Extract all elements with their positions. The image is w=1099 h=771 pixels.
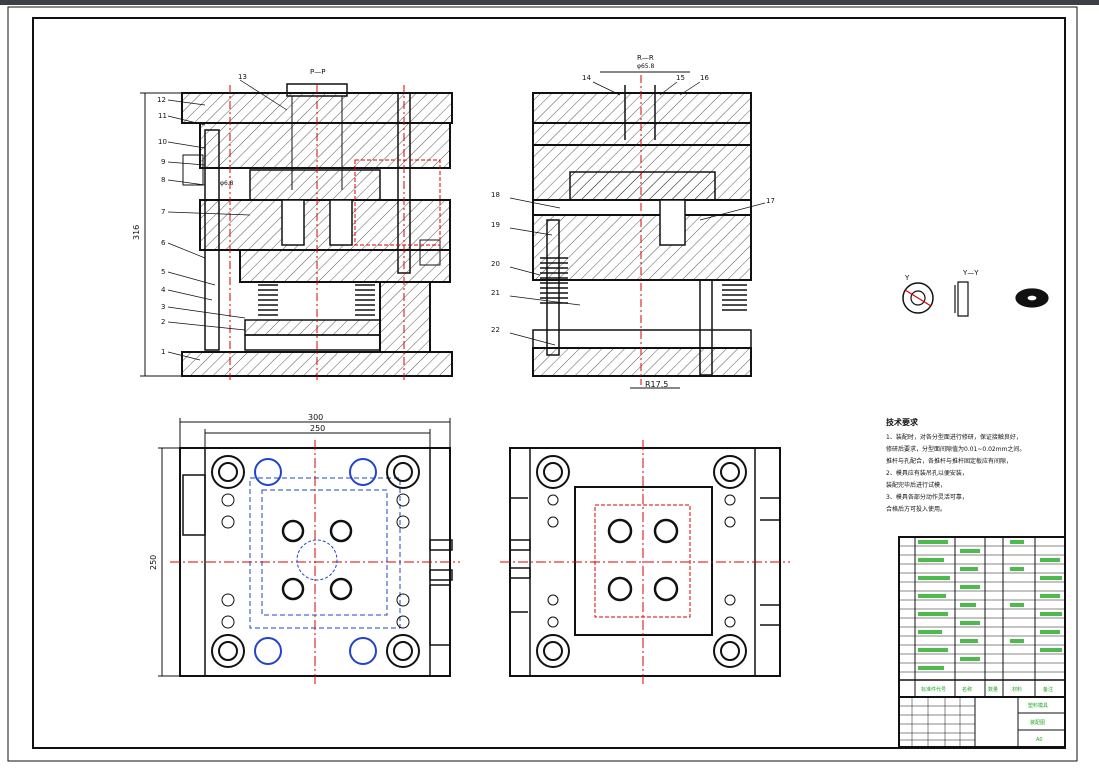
outer-frame <box>7 6 1078 762</box>
label-9: 9 <box>161 158 165 166</box>
label-11: 11 <box>158 112 167 120</box>
dim-phi658: φ65.8 <box>637 63 655 70</box>
label-4: 4 <box>161 286 166 294</box>
label-13: 13 <box>238 73 247 81</box>
label-21: 21 <box>491 289 500 297</box>
bom-header-qty: 数量 <box>988 686 998 693</box>
leaders-rr <box>509 81 766 346</box>
label-6: 6 <box>161 239 166 247</box>
label-12: 12 <box>157 96 166 104</box>
dim-height: 316 <box>132 225 141 240</box>
section-pp-view: P—P <box>132 68 453 380</box>
rr-plate-2 <box>532 122 752 146</box>
label-18: 18 <box>491 191 500 199</box>
core-right <box>329 199 353 246</box>
side-lock <box>182 154 204 186</box>
label-8: 8 <box>161 176 165 184</box>
detail-yy: Y Y—Y <box>902 269 1049 317</box>
title-drawing: 装配图 <box>1030 719 1045 726</box>
label-22: 22 <box>491 326 500 334</box>
plan-view-fixed: 300 250 250 <box>149 413 460 685</box>
rr-core <box>659 199 686 246</box>
tech-line: 3、模具各部分动作灵活可靠， <box>886 493 968 501</box>
label-16: 16 <box>700 74 709 82</box>
tech-line: 1、装配时，对各分型面进行修研，保证接触良好， <box>886 433 1022 441</box>
section-rr-view: R—R φ65.8 R17.5 <box>509 54 766 389</box>
fixed-plate <box>199 122 451 169</box>
guide-pillar-left <box>204 129 220 351</box>
dim-phi: φ6.8 <box>220 180 234 187</box>
inner-frame <box>32 17 1066 749</box>
title-name: 塑料模具 <box>1028 702 1048 709</box>
tech-line: 装配完毕后进行试模， <box>886 481 946 489</box>
bom-header-name: 名称 <box>962 686 972 693</box>
rr-springs <box>540 257 747 311</box>
label-20: 20 <box>491 260 500 268</box>
rr-top-plate <box>532 92 752 124</box>
label-17: 17 <box>766 197 775 205</box>
side-clamp-left <box>182 474 206 536</box>
label-7: 7 <box>161 208 165 216</box>
rr-cavity <box>569 171 716 201</box>
cavity-insert <box>249 169 381 201</box>
section-yy-title: Y—Y <box>962 269 979 277</box>
part-labels-rr: 14 15 16 18 19 20 21 22 17 <box>491 74 775 334</box>
ejector-plate <box>244 319 381 336</box>
tech-title: 技术要求 <box>886 417 919 427</box>
dim-r175: R17.5 <box>645 380 668 389</box>
dim-width-250: 250 <box>310 424 325 433</box>
rr-parting <box>532 199 752 216</box>
label-15: 15 <box>676 74 685 82</box>
moving-plate <box>199 199 451 251</box>
rr-pin-right <box>699 279 713 376</box>
cavity-outline-hidden <box>261 489 388 616</box>
technical-requirements: 技术要求 1、装配时，对各分型面进行修研，保证接触良好， 修研后要求，分型面间隙… <box>886 417 1025 513</box>
return-springs <box>258 284 375 316</box>
label-14: 14 <box>582 74 591 82</box>
side-clamp-right <box>429 584 451 646</box>
water-fitting <box>419 239 441 266</box>
label-5: 5 <box>161 268 165 276</box>
dim-width-300: 300 <box>308 413 323 422</box>
bom-header-code: 标准件代号 <box>921 686 946 693</box>
rr-bottom-plate <box>532 347 752 377</box>
label-3a: 3 <box>161 303 165 311</box>
section-rr-title: R—R <box>637 54 654 62</box>
bom-header-material: 材料 <box>1012 686 1022 693</box>
window-top-bar <box>0 0 1099 5</box>
label-19: 19 <box>491 221 500 229</box>
spacer-block <box>379 281 431 353</box>
section-pp-title: P—P <box>310 68 325 76</box>
tech-line: 推杆与孔配合，各推杆与推杆固定板应有间隙， <box>886 457 1012 465</box>
label-1: 1 <box>161 348 165 356</box>
tech-line: 合格后方可投入使用。 <box>886 505 946 513</box>
tech-line: 修研后要求，分型面间隙值为0.01~0.02mm之间。 <box>886 445 1025 453</box>
rr-moving-plate <box>532 214 752 281</box>
part-labels-pp: 12 11 10 9 8 7 6 5 4 3 2 1 13 <box>157 73 247 356</box>
ejector-retainer <box>244 334 381 351</box>
hidden-outline <box>354 159 441 246</box>
rr-ejector-plate <box>532 329 752 349</box>
label-10: 10 <box>158 138 167 146</box>
label-2: 2 <box>161 318 165 326</box>
view-y-label: Y <box>904 274 910 282</box>
title-scale: A0 <box>1036 737 1043 743</box>
leaders-left <box>167 79 288 361</box>
support-plate <box>239 249 451 283</box>
bill-of-materials: 标准件代号 名称 数量 材料 备注 塑料模具 装配图 A0 <box>898 536 1066 748</box>
plan-view-moving <box>500 440 790 685</box>
core-left <box>281 199 305 246</box>
dim-height-250: 250 <box>149 555 158 570</box>
tech-line: 2、模具应有装吊孔以便安装， <box>886 469 968 477</box>
bom-header-note: 备注 <box>1043 686 1053 693</box>
